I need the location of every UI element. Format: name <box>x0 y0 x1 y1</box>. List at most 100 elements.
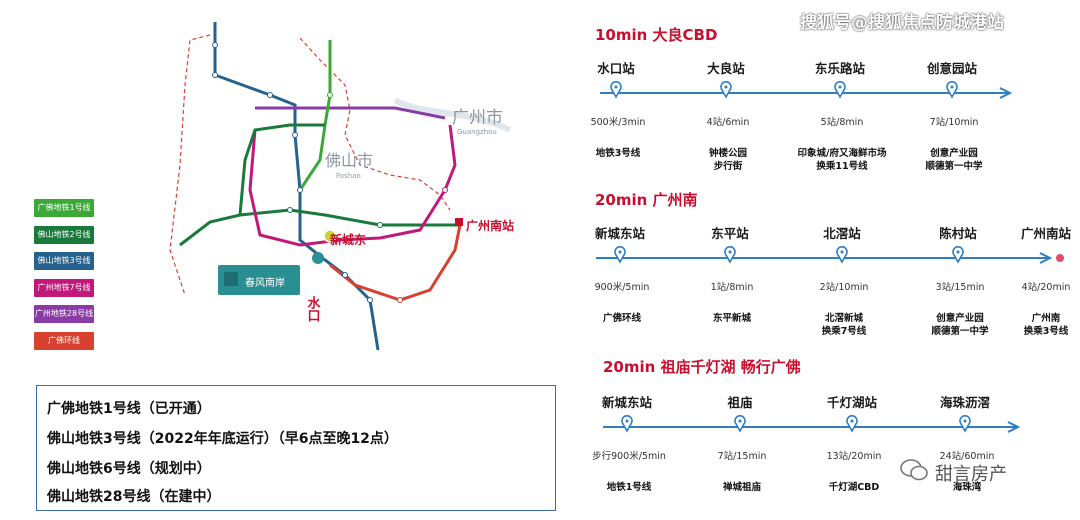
route-1-stop-4-pin-icon <box>946 81 958 99</box>
route-2-stop-5-note-2: 换乘3号线 <box>1024 325 1069 337</box>
route-3-stop-2-time: 7站/15min <box>718 450 767 462</box>
station-label-guangzhounan: 广州南站 <box>466 218 514 233</box>
route-1-stop-4-note-1: 创意产业园 <box>929 147 978 159</box>
route-1-stop-2-name: 大良站 <box>707 61 745 76</box>
route-2-stop-1-pin-dot <box>618 250 622 254</box>
route-3-stop-1-note-1: 地铁1号线 <box>607 481 652 493</box>
route-3-stop-2-pin-icon <box>734 415 746 433</box>
route-1-stop-3-note-1: 印象城/府又海鲜市场 <box>798 147 887 159</box>
ring-line-dashed <box>169 34 211 296</box>
legend-item-6: 广佛环线 <box>34 332 94 350</box>
route-2-stop-5-time: 4站/20min <box>1022 281 1071 293</box>
route-1-arrow-icon <box>999 87 1013 99</box>
route-1-stop-3-pin-dot <box>838 85 842 89</box>
ring-line-dashed-east <box>299 37 451 211</box>
route-3-arrow-icon <box>1007 421 1021 433</box>
route-1-stop-4-pin-dot <box>950 85 954 89</box>
route-2-stop-1-time: 900米/5min <box>595 281 650 293</box>
route-1-stop-2-time: 4站/6min <box>707 116 750 128</box>
route-2-stop-1-note-1: 广佛环线 <box>603 312 642 324</box>
route-3-stop-4-pin-dot <box>963 419 967 423</box>
metro-map: 春风南岸 广州市 Guangzhou 佛山市 Foshan 新城东 广州南站 水… <box>169 22 514 351</box>
station-label-shuikou: 水口 <box>305 295 321 322</box>
city-label-foshan-en: Foshan <box>336 172 361 180</box>
route-1-stop-1-time: 500米/3min <box>591 116 646 128</box>
line-7-track <box>248 124 457 247</box>
route-3-stop-4-pin-icon <box>959 415 971 433</box>
route-1-stop-4-time: 7站/10min <box>930 116 979 128</box>
line-28-track <box>255 106 446 120</box>
route-2-stop-3-name: 北滘站 <box>823 226 861 241</box>
route-1-stop-2-pin-dot <box>724 85 728 89</box>
legend-item-5: 广州地铁28号线 <box>34 305 94 323</box>
brand-text: 甜言房产 <box>935 464 1007 485</box>
route-2-stop-2-name: 东平站 <box>711 226 749 241</box>
line-2-north-track <box>238 123 325 216</box>
route-3-stop-2-note-1: 禅城祖庙 <box>722 481 762 493</box>
route-1-stop-3-name: 东乐路站 <box>815 61 866 76</box>
route-3-stop-3-pin-dot <box>850 419 854 423</box>
route-2-stop-2-note-1: 东平新城 <box>713 312 752 324</box>
route-2-stop-3-pin-icon <box>836 246 848 264</box>
poi-label: 春风南岸 <box>245 276 285 289</box>
route-2-stop-3-note-2: 换乘7号线 <box>822 325 867 337</box>
route-1-stop-2-note-2: 步行街 <box>714 160 743 172</box>
legend-item-4: 广州地铁7号线 <box>34 279 94 297</box>
status-line-3: 佛山地铁6号线（规划中） <box>47 461 211 477</box>
route-2-stop-3-time: 2站/10min <box>820 281 869 293</box>
route-2-stop-4-pin-dot <box>956 250 960 254</box>
route-1-stop-2-pin-icon <box>720 81 732 99</box>
route-2-stop-2-pin-dot <box>728 250 732 254</box>
status-line-2: 佛山地铁3号线（2022年年底运行）（早6点至晚12点） <box>47 431 398 447</box>
watermark: 搜狐号@搜狐焦点防城港站 <box>800 13 1004 33</box>
route-3-stop-3-name: 千灯湖站 <box>827 395 878 410</box>
status-line-1: 广佛地铁1号线（已开通） <box>47 401 211 417</box>
route-2-stop-4-time: 3站/15min <box>936 281 985 293</box>
line-status-box: 广佛地铁1号线（已开通） 佛山地铁3号线（2022年年底运行）（早6点至晚12点… <box>36 385 556 511</box>
route-3-stop-1-time: 步行900米/5min <box>592 450 666 462</box>
route-2-stop-4-pin-icon <box>952 246 964 264</box>
legend-item-3: 佛山地铁3号线 <box>34 252 94 270</box>
line-2-track <box>179 208 460 247</box>
wechat-icon <box>900 458 928 482</box>
city-label-guangzhou-en: Guangzhou <box>457 128 497 136</box>
status-line-4: 佛山地铁28号线（在建中） <box>47 489 221 505</box>
poi-logo-icon <box>224 272 238 286</box>
route-2-stop-3-note-1: 北滘新城 <box>825 312 864 324</box>
route-2-stop-4-note-1: 创意产业园 <box>935 312 984 324</box>
legend-item-2: 佛山地铁2号线 <box>34 226 94 244</box>
route-1-stop-4-note-2: 顺德第一中学 <box>925 160 983 172</box>
route-2-stop-5-note-1: 广州南 <box>1032 312 1061 324</box>
poi-location-pin <box>312 252 324 264</box>
route-1-stop-2-note-1: 钟楼公园 <box>709 147 747 159</box>
route-1-stop-3-pin-icon <box>834 81 846 99</box>
route-1-stop-1-pin-icon <box>610 81 622 99</box>
route-2-stop-3-pin-dot <box>840 250 844 254</box>
route-3-stop-4-time: 24站/60min <box>940 450 995 462</box>
route-2-arrow-icon <box>1039 252 1053 264</box>
route-1-stop-3-time: 5站/8min <box>821 116 864 128</box>
route-3-stop-4-note-1: 海珠湾 <box>953 481 982 493</box>
route-3-stop-3-note-1: 千灯湖CBD <box>829 481 880 493</box>
station-label-xinchengdong: 新城东 <box>330 232 366 247</box>
legend-item-1: 广佛地铁1号线 <box>34 199 94 217</box>
route-1-stop-1-pin-dot <box>614 85 618 89</box>
route-1-stop-3-note-2: 换乘11号线 <box>816 160 868 172</box>
route-1-heading: 10min 大良CBD <box>595 26 717 44</box>
route-2-stop-1-name: 新城东站 <box>595 226 646 241</box>
route-1-stop-1-note-1: 地铁3号线 <box>596 147 641 159</box>
route-2-stop-4-name: 陈村站 <box>939 226 977 241</box>
poi-card <box>218 265 300 295</box>
route-2-heading: 20min 广州南 <box>595 191 698 209</box>
station-xinchengdong-marker <box>323 229 337 243</box>
route-2-stop-2-time: 1站/8min <box>711 281 754 293</box>
route-3-stop-3-time: 13站/20min <box>827 450 882 462</box>
route-3-stop-2-name: 祖庙 <box>726 395 753 410</box>
route-3-stop-1-pin-icon <box>621 415 633 433</box>
ring-line-track <box>329 224 462 302</box>
route-3-stop-4-name: 海珠沥滘 <box>940 395 990 410</box>
route-2-stop-4-note-2: 顺德第一中学 <box>931 325 989 337</box>
station-dots <box>212 42 448 303</box>
